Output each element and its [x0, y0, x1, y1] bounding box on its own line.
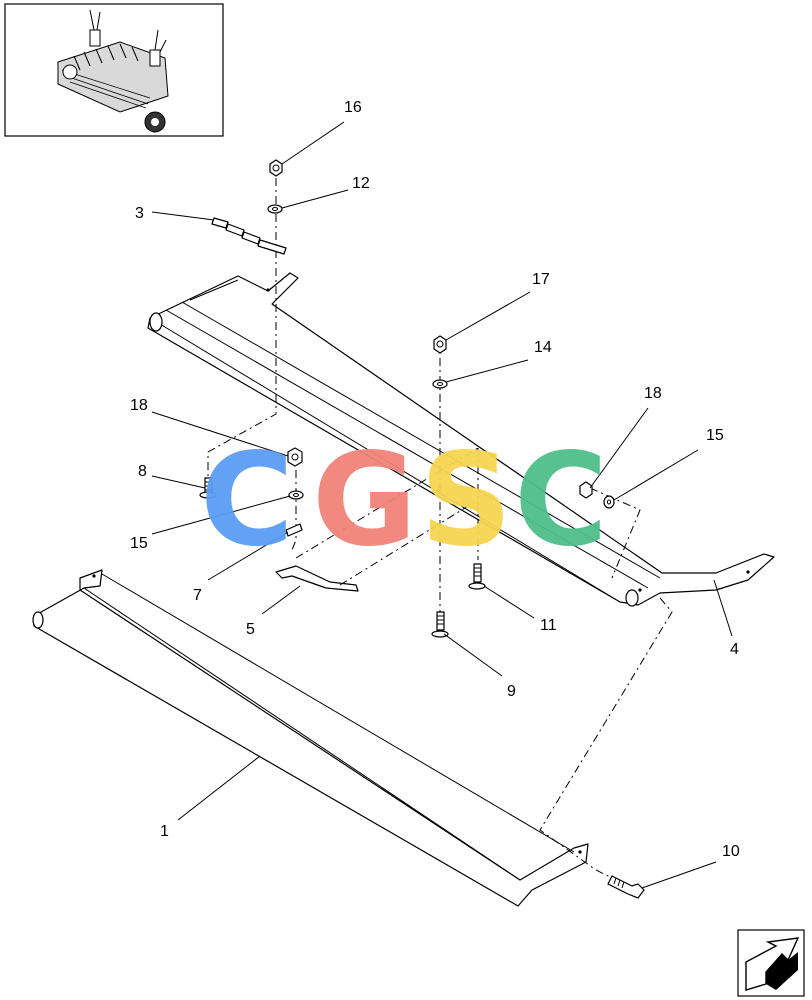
leader-lines	[151, 121, 733, 889]
callout-11: 11	[540, 617, 557, 634]
callout-16: 16	[344, 99, 362, 116]
callout-1: 1	[160, 823, 169, 840]
machine-overview-thumbnail	[4, 3, 224, 137]
callout-8: 8	[138, 463, 147, 480]
chain-3-icon	[211, 217, 287, 255]
watermark-letter-1: C	[200, 426, 294, 575]
watermark: C G S C	[200, 426, 608, 575]
callout-17: 17	[532, 271, 550, 288]
nut-17-icon	[433, 335, 447, 354]
nut-18-left-icon	[287, 447, 303, 467]
part-4-frame	[147, 272, 775, 607]
washer-14-icon	[432, 379, 448, 389]
nut-16-icon	[269, 159, 283, 177]
callout-3: 3	[135, 205, 144, 222]
callout-10: 10	[722, 843, 740, 860]
clip-7-icon	[285, 523, 303, 537]
washer-15-left-icon	[288, 490, 304, 500]
next-page-arrow-icon[interactable]	[737, 929, 805, 997]
callout-18-right: 18	[644, 385, 662, 402]
part-5-bracket	[275, 565, 359, 592]
callout-15-right: 15	[706, 427, 724, 444]
callout-12: 12	[352, 175, 370, 192]
callout-14: 14	[534, 339, 552, 356]
callout-18-left: 18	[130, 397, 148, 414]
callouts: 16 12 3 17 14 18 18 15 8 15 7 5 11 4 9 1…	[130, 99, 740, 860]
part-1-bar	[32, 569, 589, 907]
bolt-11-icon	[468, 563, 486, 590]
bolt-9-icon	[431, 611, 449, 638]
callout-7: 7	[193, 587, 202, 604]
bolt-10-icon	[607, 875, 645, 899]
callout-4: 4	[730, 641, 739, 658]
watermark-letter-2: G	[312, 426, 417, 575]
callout-9: 9	[507, 683, 516, 700]
bolt-8-icon	[199, 477, 217, 499]
callout-15-left: 15	[130, 535, 148, 552]
washer-12-icon	[267, 204, 283, 214]
watermark-letter-4: C	[514, 426, 608, 575]
callout-5: 5	[246, 621, 255, 638]
washer-15-right-icon	[603, 495, 615, 509]
watermark-letter-3: S	[420, 426, 512, 575]
hardware	[199, 159, 645, 899]
nut-18-right-icon	[579, 481, 593, 499]
